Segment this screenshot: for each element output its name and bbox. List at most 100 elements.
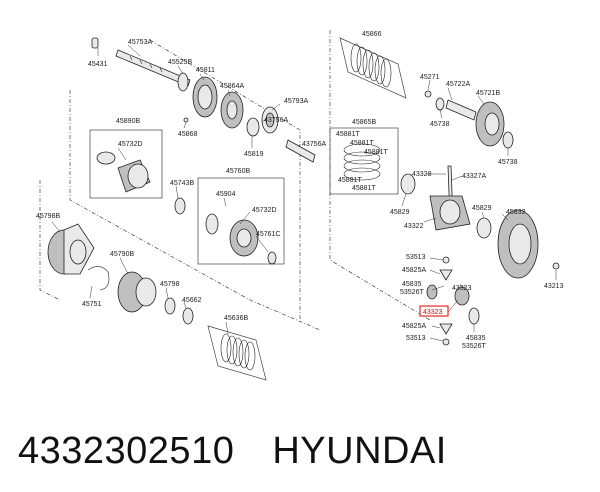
brand-name: HYUNDAI	[272, 429, 447, 472]
part-gear-45864A	[220, 91, 244, 129]
label-45662: 45662	[182, 297, 202, 304]
callout-box-45865B	[329, 127, 399, 195]
label-45722A: 45722A	[446, 81, 470, 88]
label-43756A: 43756A	[264, 117, 288, 124]
part-pin	[91, 37, 99, 49]
label-43756A-b: 43756A	[302, 141, 326, 148]
label-45636B: 45636B	[224, 315, 248, 322]
part-pinion-45825Ab	[439, 323, 453, 335]
label-45864A: 45864A	[220, 83, 244, 90]
part-rings-45881T	[343, 143, 381, 181]
part-ring-45819	[246, 117, 260, 137]
label-45811: 45811	[196, 67, 215, 74]
label-45798B: 45798B	[36, 213, 60, 220]
label-53526T-b: 53526T	[462, 343, 486, 350]
part-side-gear-45835	[426, 284, 438, 300]
part-gear-45790B	[117, 271, 157, 313]
part-carrier-45760B	[205, 213, 277, 265]
part-bearing-45829	[400, 173, 416, 195]
label-45525B: 45525B	[168, 59, 192, 66]
label-45825A-b: 45825A	[402, 323, 426, 330]
part-washer-53513	[442, 256, 450, 264]
part-ring-45525B	[177, 72, 189, 92]
part-gear-45811	[192, 76, 218, 118]
label-53513: 53513	[406, 254, 426, 261]
label-45832: 45832	[506, 209, 526, 216]
label-45761C: 45761C	[256, 231, 281, 238]
label-45732D-b: 45732D	[252, 207, 277, 214]
label-45868: 45868	[178, 131, 198, 138]
label-45819: 45819	[244, 151, 264, 158]
label-45890B: 45890B	[116, 118, 140, 125]
part-bolt-45868	[183, 117, 189, 123]
label-45793A: 45793A	[284, 98, 308, 105]
label-45865B: 45865B	[352, 119, 376, 126]
label-45904: 45904	[216, 191, 236, 198]
callout-box-45760B	[197, 177, 285, 265]
label-45881T-2: 45881T	[350, 140, 374, 147]
highlight-box	[419, 305, 449, 317]
part-washer-53513b	[442, 338, 450, 346]
part-drum-45798B	[47, 223, 95, 275]
part-ring-45662	[182, 307, 194, 325]
part-ring-gear-45832	[497, 209, 539, 279]
label-45881T-3: 45881T	[364, 149, 388, 156]
label-45881T-4: 45881T	[338, 177, 362, 184]
exploded-parts-diagram: 45753A 45431 45525B 45811 45864A 45868 4…	[36, 30, 564, 381]
label-53513-b: 53513	[406, 335, 426, 342]
label-45760B: 45760B	[226, 168, 250, 175]
label-45751: 45751	[82, 301, 102, 308]
part-snapring-45751	[87, 266, 110, 291]
part-shaft-43756A	[285, 139, 316, 163]
label-45866: 45866	[362, 31, 382, 38]
callout-box-45636B	[207, 325, 267, 381]
part-case-43322	[429, 195, 471, 231]
label-45431: 45431	[88, 61, 108, 68]
label-53526T: 53526T	[400, 289, 424, 296]
label-45881T-5: 45881T	[352, 185, 376, 192]
label-43327A: 43327A	[462, 173, 486, 180]
label-45835: 45835	[402, 281, 422, 288]
label-45753A: 45753A	[128, 39, 152, 46]
label-45798: 45798	[160, 281, 180, 288]
part-ring-45743B	[174, 197, 186, 215]
part-bearing-45829b	[476, 217, 492, 239]
label-43213: 43213	[544, 283, 564, 290]
label-45732D: 45732D	[118, 141, 143, 148]
part-ring-45798	[164, 297, 176, 315]
label-45835-b: 45835	[466, 335, 486, 342]
label-45721B: 45721B	[476, 90, 500, 97]
part-gear-45721B	[475, 101, 505, 147]
part-side-gear-43323	[454, 286, 470, 306]
label-43323-highlighted: 43323	[423, 309, 443, 316]
part-hub-45732D	[96, 151, 151, 193]
part-ring-45738b	[502, 131, 514, 149]
callout-box-45866	[339, 37, 407, 99]
label-43328: 43328	[412, 171, 432, 178]
label-45738-b: 45738	[498, 159, 518, 166]
part-shaft-45722A	[445, 99, 477, 121]
callout-box-45890B	[89, 129, 163, 199]
label-45829-b: 45829	[472, 205, 492, 212]
part-clutch-pack-45866	[350, 43, 392, 88]
part-bearing-45793A	[261, 106, 279, 134]
leader-lines	[51, 44, 557, 342]
label-45743B: 45743B	[170, 180, 194, 187]
label-45829: 45829	[390, 209, 410, 216]
part-washer-45835b	[468, 307, 480, 325]
part-labels: 45753A 45431 45525B 45811 45864A 45868 4…	[36, 31, 564, 350]
part-pinion-45825A	[439, 269, 453, 281]
part-45271	[424, 90, 432, 98]
part-ring-45738	[435, 97, 445, 111]
label-45738: 45738	[430, 121, 450, 128]
assembly-guides	[39, 30, 431, 331]
label-43322: 43322	[404, 223, 424, 230]
label-45790B: 45790B	[110, 251, 134, 258]
label-43323: 43323	[452, 285, 472, 292]
part-clutch-pack-45636B	[220, 333, 256, 371]
label-45825A: 45825A	[402, 267, 426, 274]
part-bolt-43213	[552, 262, 560, 270]
label-45881T-1: 45881T	[336, 131, 360, 138]
part-number: 4332302510	[18, 429, 235, 472]
label-45271: 45271	[420, 74, 440, 81]
